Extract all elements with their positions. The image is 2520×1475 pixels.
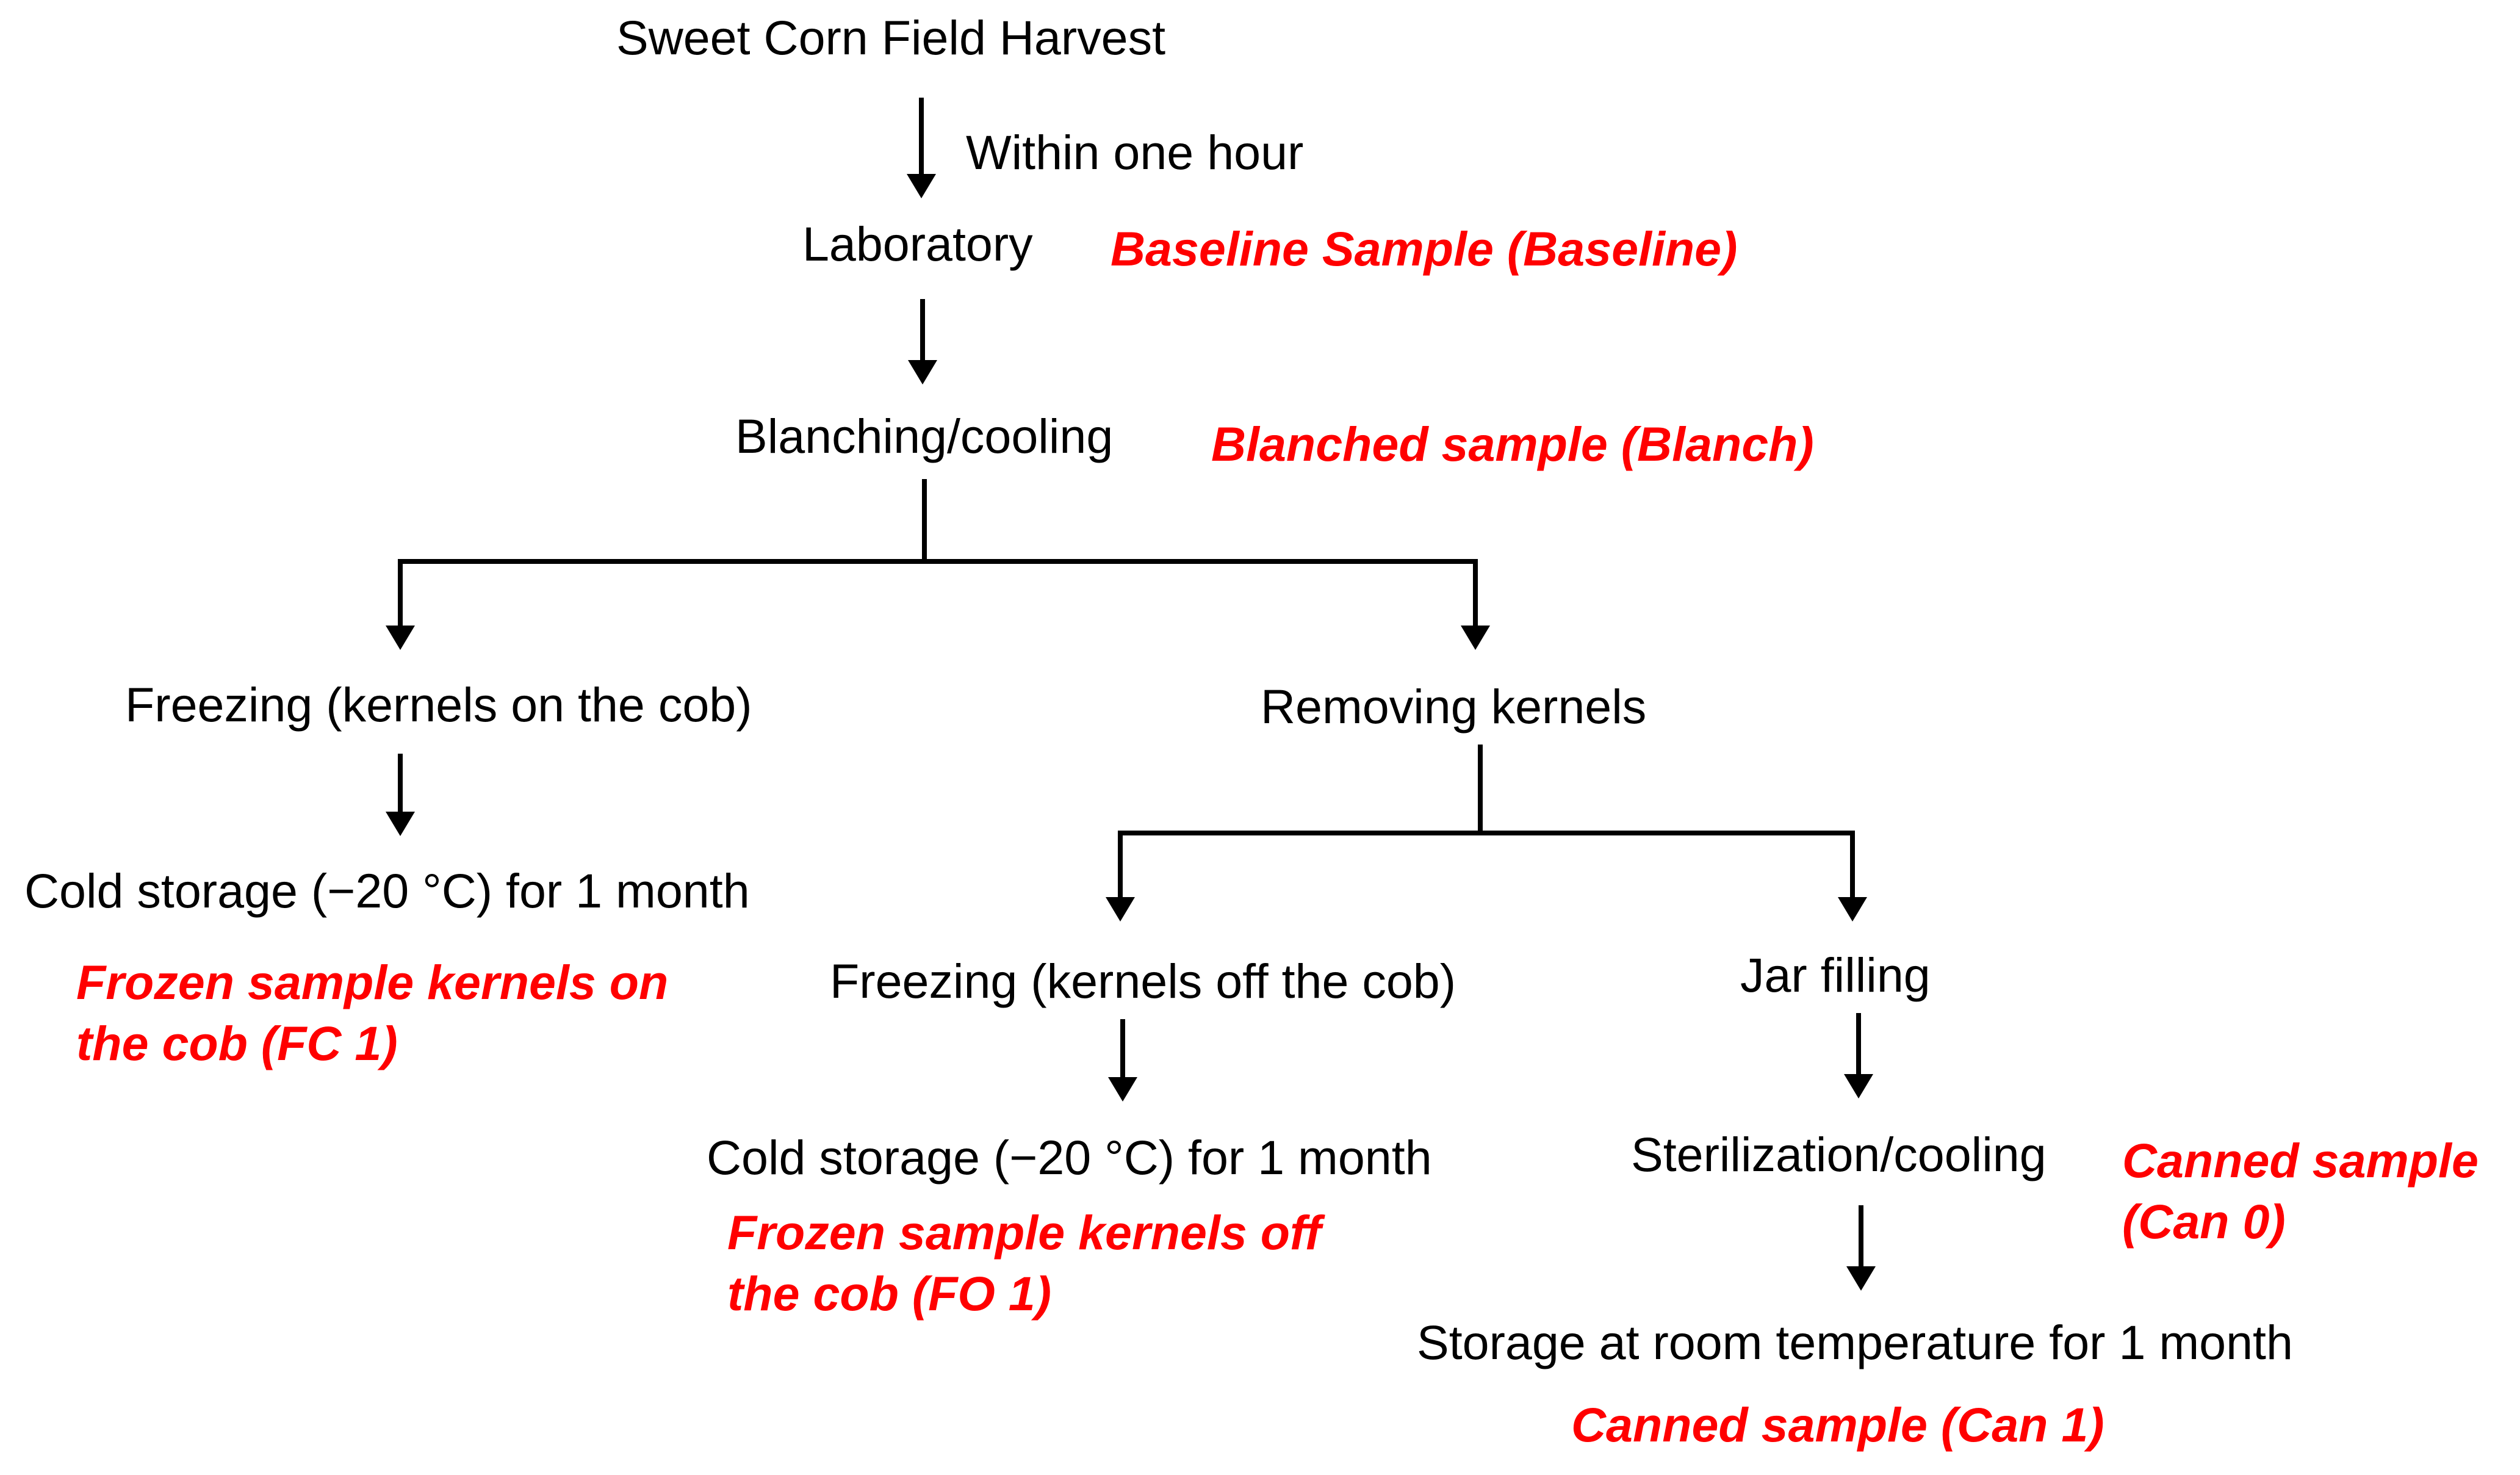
node-jar-filling: Jar filling bbox=[1740, 948, 1931, 1002]
sample-label-fo1-line1: Frozen sample kernels off bbox=[727, 1205, 1322, 1260]
node-removing-kernels: Removing kernels bbox=[1261, 679, 1647, 734]
sample-label-fo1: Frozen sample kernels off the cob (FO 1) bbox=[727, 1202, 1321, 1324]
sample-label-blanch: Blanched sample (Blanch) bbox=[1211, 417, 1814, 471]
node-room-storage: Storage at room temperature for 1 month bbox=[1417, 1315, 2293, 1369]
node-blanching: Blanching/cooling bbox=[735, 409, 1114, 463]
sample-label-fc1-line1: Frozen sample kernels on bbox=[76, 955, 669, 1009]
node-harvest: Sweet Corn Field Harvest bbox=[616, 10, 1166, 65]
node-freezing-on-cob: Freezing (kernels on the cob) bbox=[125, 677, 752, 732]
sample-label-can0-line1: Canned sample bbox=[2122, 1133, 2479, 1188]
node-cold-storage-on-cob: Cold storage (−20 °C) for 1 month bbox=[24, 864, 750, 918]
sample-label-baseline: Baseline Sample (Baseline) bbox=[1111, 222, 1738, 276]
node-cold-storage-off-cob: Cold storage (−20 °C) for 1 month bbox=[707, 1130, 1432, 1185]
sample-label-fo1-line2: the cob (FO 1) bbox=[727, 1266, 1052, 1321]
node-freezing-off-cob: Freezing (kernels off the cob) bbox=[830, 954, 1456, 1008]
sample-label-can0: Canned sample (Can 0) bbox=[2122, 1130, 2479, 1252]
node-laboratory: Laboratory bbox=[802, 217, 1033, 271]
sample-label-fc1-line2: the cob (FC 1) bbox=[76, 1016, 398, 1070]
annotation-within-one-hour: Within one hour bbox=[966, 125, 1304, 179]
sample-label-can0-line2: (Can 0) bbox=[2122, 1194, 2286, 1249]
sample-label-fc1: Frozen sample kernels on the cob (FC 1) bbox=[76, 952, 668, 1074]
sample-label-can1: Canned sample (Can 1) bbox=[1571, 1397, 2104, 1452]
node-sterilization: Sterilization/cooling bbox=[1631, 1127, 2047, 1181]
